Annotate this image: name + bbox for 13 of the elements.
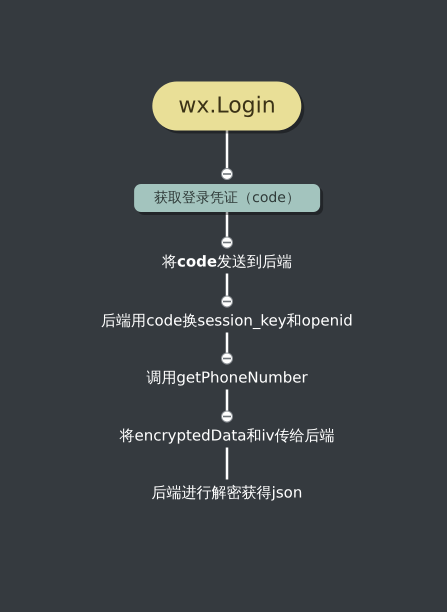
connector-line: [220, 332, 234, 365]
connector-line: [220, 390, 234, 423]
step-text: 后端进行解密获得json: [152, 484, 302, 502]
step-text: 将encryptedData和iv传给后端: [119, 426, 335, 446]
step-text: 后端用code换session_key和openid: [101, 312, 353, 330]
process-box: 获取登录凭证（code）: [134, 184, 320, 212]
start-pill: wx.Login: [152, 82, 302, 130]
connector-line: [226, 448, 228, 480]
step-text: 调用getPhoneNumber: [146, 368, 308, 388]
connector-line: [220, 212, 234, 249]
connector-line: [220, 274, 234, 308]
connector-line: [220, 130, 234, 180]
step-text: 将code发送到后端: [162, 252, 292, 272]
